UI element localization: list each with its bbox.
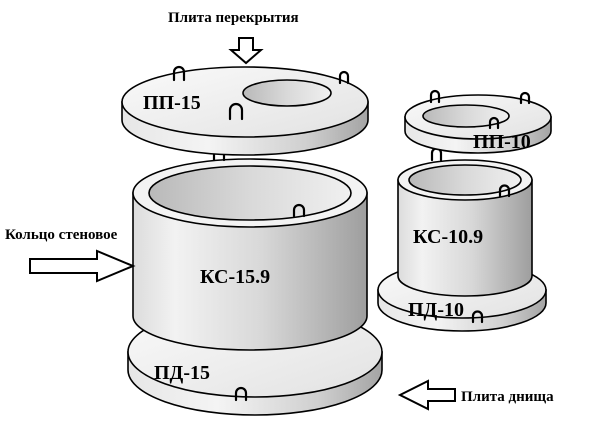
lifting-hook-icon — [292, 203, 306, 218]
cover-pp10-label: ПП-10 — [473, 131, 531, 153]
lifting-hook-icon — [519, 91, 531, 105]
lifting-hook-icon — [498, 184, 511, 198]
wall-ring-ks109 — [397, 147, 533, 297]
lifting-hook-icon — [488, 116, 500, 130]
bottom-slab-caption: Плита днища — [461, 389, 554, 405]
ring-ks109-label: КС-10.9 — [413, 226, 483, 248]
lifting-hook-icon — [429, 89, 441, 104]
wall-ring-ks159 — [132, 147, 368, 351]
base-pd10-label: ПД-10 — [408, 299, 464, 321]
wall-ring-caption: Кольцо стеновое — [5, 227, 118, 243]
cover-slab-pp10 — [404, 89, 552, 154]
lifting-hook-icon — [228, 102, 244, 121]
lifting-hook-icon — [338, 70, 350, 85]
cover-pp15-label: ПП-15 — [143, 92, 201, 114]
cover-slab-caption: Плита перекрытия — [168, 10, 299, 26]
lifting-hook-icon — [172, 65, 186, 82]
lifting-hook-icon — [234, 386, 248, 402]
arrow-down-icon — [228, 37, 264, 65]
arrow-left-icon — [397, 379, 456, 411]
ring-ks159-label: КС-15.9 — [200, 266, 270, 288]
arrow-right-icon — [29, 249, 136, 283]
lifting-hook-icon — [471, 310, 484, 324]
cover-slab-pp15 — [121, 65, 369, 156]
base-pd15-label: ПД-15 — [154, 362, 210, 384]
